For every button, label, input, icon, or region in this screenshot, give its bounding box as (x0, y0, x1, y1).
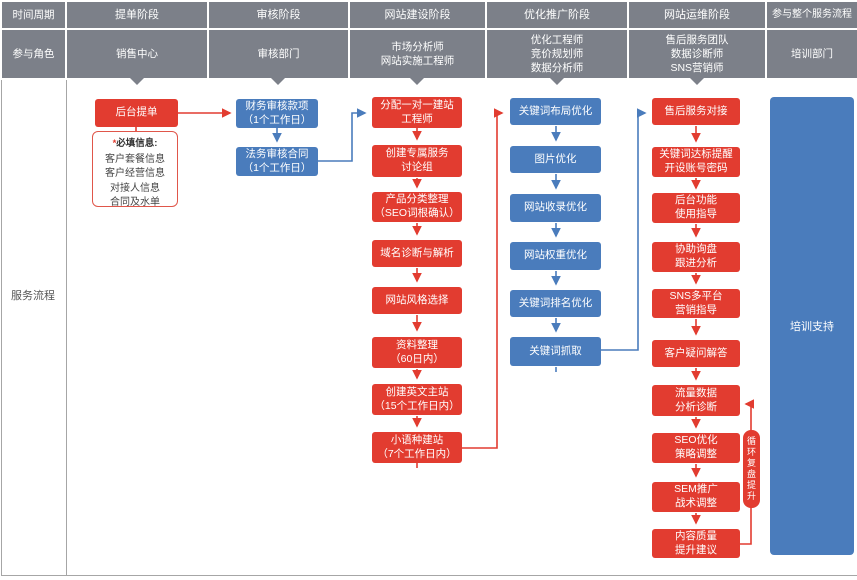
stage-header-whole-process: 参与整个服务流程 (767, 2, 857, 28)
stage-header-review: 审核阶段 (209, 2, 348, 28)
stage-header-order: 提单阶段 (67, 2, 207, 28)
step-content-quality: 内容质量 提升建议 (652, 529, 740, 558)
pointer-triangle (690, 78, 704, 85)
step-backend-guidance: 后台功能 使用指导 (652, 193, 740, 223)
step-site-style: 网站风格选择 (372, 287, 462, 314)
role-sales-center: 销售中心 (67, 30, 207, 78)
step-keyword-ranking: 关键词排名优化 (510, 290, 601, 317)
step-product-category: 产品分类整理 （SEO词根确认） (372, 192, 462, 222)
required-info-lines: 客户套餐信息 客户经营信息 对接人信息 合同及水单 (105, 153, 165, 209)
step-legal-review: 法务审核合同 （1个工作日） (236, 147, 318, 176)
role-aftersales-team: 售后服务团队 数据诊断师 SNS营销师 (629, 30, 765, 78)
step-seo-adjustment: SEO优化 策略调整 (652, 433, 740, 463)
step-image-optimization: 图片优化 (510, 146, 601, 173)
step-inquiry-analysis: 协助询盘 跟进分析 (652, 242, 740, 272)
step-minor-language-site: 小语种建站 （7个工作日内） (372, 432, 462, 463)
step-aftersales-handover: 售后服务对接 (652, 98, 740, 125)
role-training-dept: 培训部门 (767, 30, 857, 78)
border-left-line (1, 80, 2, 575)
step-sns-guidance: SNS多平台 营销指导 (652, 289, 740, 318)
step-keyword-reminder: 关键词达标提醒 开设账号密码 (652, 147, 740, 177)
step-traffic-diagnosis: 流量数据 分析诊断 (652, 385, 740, 416)
step-english-main-site: 创建英文主站 （15个工作日内） (372, 384, 462, 415)
role-review-dept: 审核部门 (209, 30, 348, 78)
step-site-weight: 网站权重优化 (510, 242, 601, 270)
pointer-triangle (271, 78, 285, 85)
asterisk-mark: * (112, 138, 117, 149)
loop-improvement-label: 循环复盘提升 (743, 430, 760, 508)
role-analyst-engineer: 市场分析师 网站实施工程师 (350, 30, 485, 78)
step-keyword-layout: 关键词布局优化 (510, 98, 601, 125)
stage-header-optimize: 优化推广阶段 (487, 2, 627, 28)
step-keyword-capture: 关键词抓取 (510, 337, 601, 366)
step-backend-order: 后台提单 (95, 99, 178, 127)
pointer-triangle (410, 78, 424, 85)
divider-line (66, 80, 67, 575)
stage-header-operate: 网站运维阶段 (629, 2, 765, 28)
header-roles: 参与角色 (2, 30, 65, 78)
stage-header-build: 网站建设阶段 (350, 2, 485, 28)
step-sem-adjustment: SEM推广 战术调整 (652, 482, 740, 512)
step-site-indexing: 网站收录优化 (510, 194, 601, 222)
border-bottom-line (1, 575, 857, 576)
step-create-service-group: 创建专属服务 讨论组 (372, 145, 462, 177)
training-support-box: 培训支持 (770, 97, 854, 555)
step-assign-engineer: 分配一对一建站 工程师 (372, 97, 462, 128)
side-label-service-flow: 服务流程 (11, 290, 55, 302)
role-optimize-team: 优化工程师 竞价规划师 数据分析师 (487, 30, 627, 78)
required-info-title: *必填信息: (112, 138, 158, 149)
pointer-triangle (130, 78, 144, 85)
step-finance-review: 财务审核款项 （1个工作日） (236, 99, 318, 128)
step-material-collection: 资料整理 （60日内） (372, 337, 462, 368)
required-info-note: *必填信息: 客户套餐信息 客户经营信息 对接人信息 合同及水单 (92, 131, 178, 208)
step-customer-qa: 客户疑问解答 (652, 340, 740, 367)
pointer-triangle (550, 78, 564, 85)
step-domain-diagnosis: 域名诊断与解析 (372, 240, 462, 267)
header-time-period: 时间周期 (2, 2, 65, 28)
